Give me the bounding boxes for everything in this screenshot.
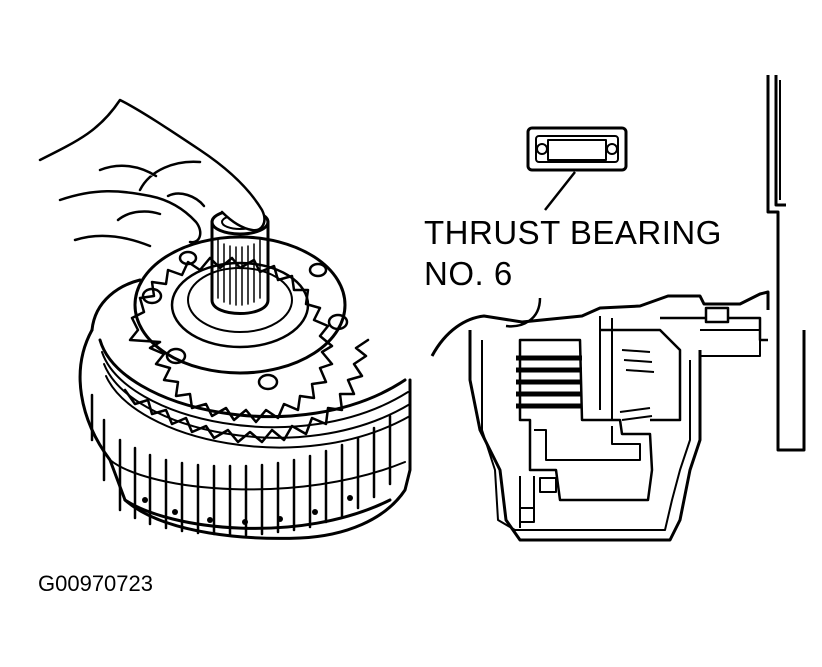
- callout-label-line1: THRUST BEARING: [424, 214, 722, 251]
- drum-slots: [142, 495, 353, 525]
- transmission-cross-section: [430, 75, 806, 542]
- hub-holes: [141, 250, 349, 391]
- drum-splines: [90, 393, 392, 537]
- callout-label-line2: NO. 6: [424, 255, 513, 292]
- thrust-bearing-detail: [526, 126, 628, 211]
- clutch-drum-assembly: [78, 208, 412, 540]
- hand-icon: [38, 98, 266, 248]
- figure-id: G00970723: [38, 571, 153, 596]
- clutch-plate-stack: [516, 355, 582, 409]
